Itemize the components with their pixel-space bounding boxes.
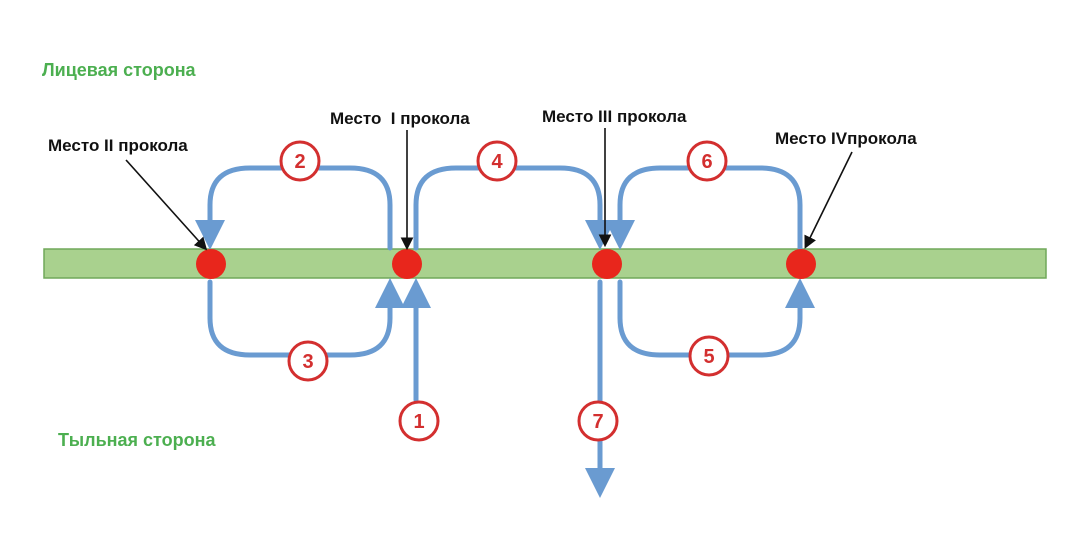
puncture-point-1 bbox=[392, 249, 422, 279]
back-side-label: Тыльная сторона bbox=[58, 430, 216, 450]
step-badge-3: 3 bbox=[287, 340, 329, 382]
pointer-place-2 bbox=[125, 159, 208, 251]
svg-text:7: 7 bbox=[592, 411, 603, 433]
svg-text:3: 3 bbox=[302, 351, 313, 373]
place-label-3: Место III прокола bbox=[542, 107, 687, 126]
face-side-label: Лицевая сторона bbox=[42, 60, 197, 80]
thread-loop-4 bbox=[413, 165, 615, 251]
svg-text:1: 1 bbox=[413, 411, 424, 433]
puncture-point-2 bbox=[196, 249, 226, 279]
fabric-strip bbox=[43, 248, 1047, 279]
puncture-point-3 bbox=[592, 249, 622, 279]
svg-text:4: 4 bbox=[491, 151, 503, 173]
step-badge-2: 2 bbox=[279, 140, 321, 182]
place-label-4: Место IVпрокола bbox=[775, 129, 917, 148]
svg-text:5: 5 bbox=[703, 346, 714, 368]
step-badge-4: 4 bbox=[476, 140, 518, 182]
svg-text:6: 6 bbox=[701, 151, 712, 173]
step-badge-6: 6 bbox=[686, 140, 728, 182]
puncture-point-4 bbox=[786, 249, 816, 279]
step-badge-5: 5 bbox=[688, 335, 730, 377]
place-label-2: Место II прокола bbox=[48, 136, 188, 155]
place-label-1: Место I прокола bbox=[330, 109, 470, 128]
step-badge-7: 7 bbox=[577, 400, 619, 442]
svg-text:2: 2 bbox=[294, 151, 305, 173]
pointer-place-4 bbox=[804, 151, 853, 249]
step-badge-1: 1 bbox=[398, 400, 440, 442]
